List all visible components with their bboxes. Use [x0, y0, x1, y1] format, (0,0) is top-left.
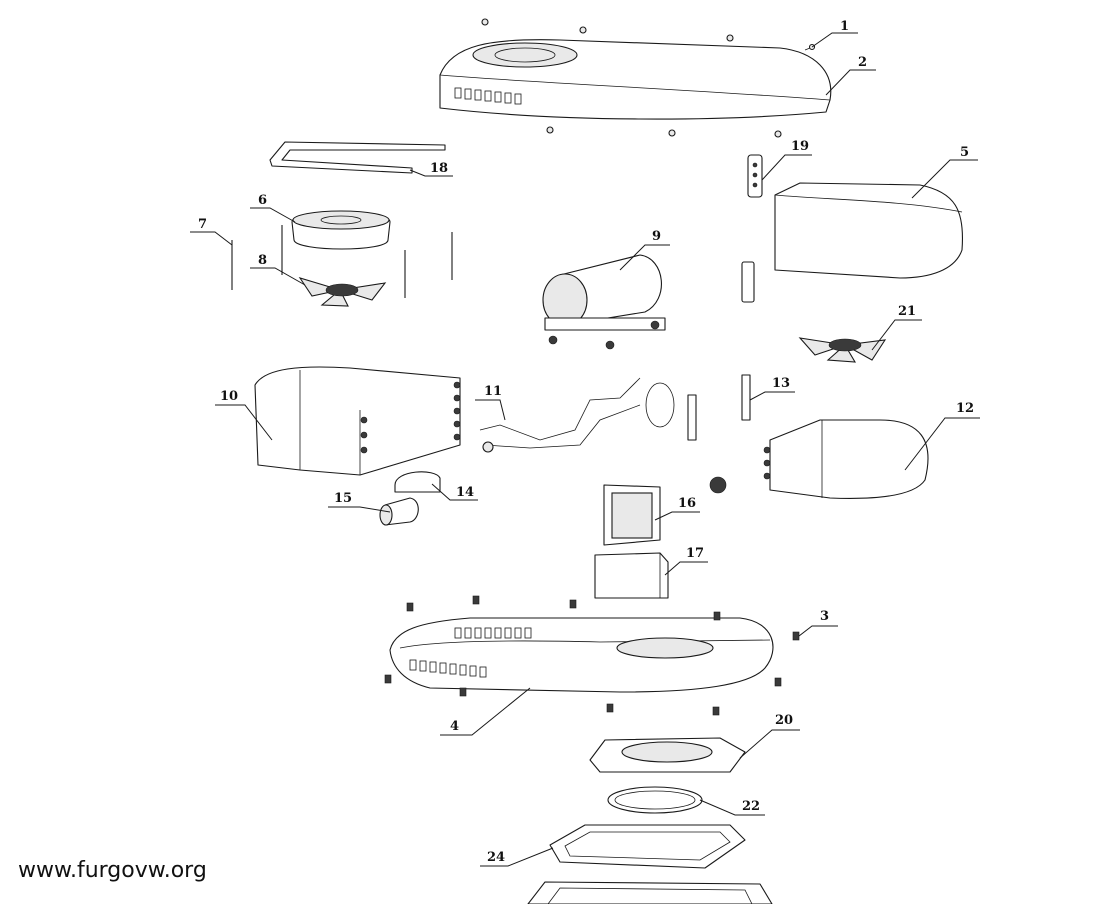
- callout-label: 4: [450, 719, 459, 734]
- callout-7: 7: [190, 217, 233, 246]
- callout-11: 11: [475, 384, 506, 421]
- callout-label: 21: [898, 304, 916, 319]
- callout-3: 3: [798, 609, 838, 637]
- part-ceiling-plate: [589, 737, 746, 773]
- callout-2: 2: [825, 55, 876, 96]
- callout-9: 9: [619, 229, 670, 271]
- callout-label: 3: [820, 609, 829, 624]
- callout-label: 7: [198, 217, 207, 232]
- callout-label: 17: [686, 546, 704, 561]
- callout-6: 6: [250, 193, 296, 223]
- part-capacitor: [379, 497, 419, 526]
- callout-14: 14: [431, 483, 478, 501]
- callout-label: 18: [430, 161, 448, 176]
- part-condenser-fan: [298, 277, 387, 307]
- callout-20: 20: [739, 713, 800, 759]
- part-evaporator-coil: [709, 419, 929, 499]
- callout-24: 24: [480, 847, 554, 867]
- part-bottom-frame: [527, 881, 773, 904]
- part-clip: [747, 154, 763, 198]
- callout-label: 11: [484, 384, 502, 399]
- part-evaporator-fan: [798, 337, 887, 363]
- callout-12: 12: [904, 401, 980, 471]
- callout-8: 8: [250, 253, 306, 286]
- callout-22: 22: [699, 799, 765, 816]
- part-condenser-coil: [254, 366, 461, 476]
- callout-4: 4: [440, 687, 531, 736]
- callout-19: 19: [761, 139, 812, 181]
- part-mounting-rods: [231, 225, 453, 298]
- callout-label: 15: [334, 491, 352, 506]
- callout-16: 16: [654, 496, 700, 521]
- part-seal-strip: [269, 141, 446, 174]
- callout-label: 22: [742, 799, 760, 814]
- callout-label: 5: [960, 145, 969, 160]
- callout-label: 9: [652, 229, 661, 244]
- callout-15: 15: [328, 491, 391, 513]
- callout-17: 17: [664, 546, 708, 576]
- part-refrigerant-piping: [479, 377, 675, 453]
- part-capacitor-bracket: [394, 471, 441, 493]
- part-bracket: [687, 374, 751, 441]
- watermark: www.furgovw.org: [18, 858, 207, 883]
- callout-18: 18: [409, 161, 453, 177]
- callout-label: 8: [258, 253, 267, 268]
- callout-1: 1: [811, 19, 858, 48]
- callout-label: 16: [678, 496, 696, 511]
- part-control-panel-cover: [603, 484, 661, 546]
- callout-21: 21: [871, 304, 922, 351]
- part-control-box: [594, 552, 669, 599]
- callout-label: 19: [791, 139, 809, 154]
- part-screw: [804, 43, 816, 51]
- part-gasket: [549, 824, 746, 869]
- part-ring: [607, 786, 703, 814]
- callout-label: 24: [487, 850, 505, 865]
- callout-label: 13: [772, 376, 790, 391]
- callout-label: 12: [956, 401, 974, 416]
- part-duct-cover: [741, 182, 964, 303]
- callout-label: 10: [220, 389, 238, 404]
- callout-5: 5: [911, 145, 978, 199]
- part-fan-shroud: [291, 210, 391, 250]
- callout-label: 14: [456, 485, 474, 500]
- callout-label: 1: [840, 19, 849, 34]
- part-compressor: [542, 254, 666, 350]
- callout-label: 2: [858, 55, 867, 70]
- part-top-cover: [439, 18, 832, 138]
- callout-label: 20: [775, 713, 793, 728]
- part-base-pan: [384, 595, 800, 716]
- callout-label: 6: [258, 193, 267, 208]
- callout-10: 10: [215, 389, 273, 441]
- callout-13: 13: [749, 376, 795, 401]
